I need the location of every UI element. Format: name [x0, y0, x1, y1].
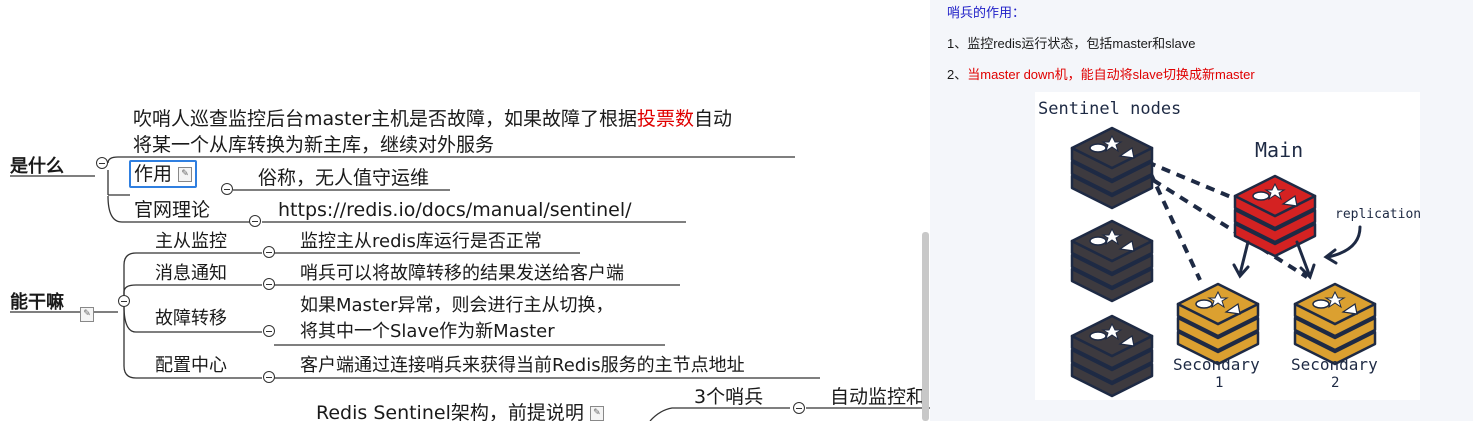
desc-highlight: 投票数: [637, 108, 695, 130]
collapse-toggle[interactable]: [96, 157, 108, 169]
node-config-center[interactable]: 配置中心: [155, 355, 227, 376]
sentinel-diagram-image: Sentinel nodes Main replication Secondar…: [1035, 92, 1420, 400]
description-line-1: 吹哨人巡查监控后台master主机是否故障，如果故障了根据投票数自动: [133, 107, 732, 131]
vertical-scrollbar[interactable]: [922, 232, 929, 421]
note-icon[interactable]: ✎: [178, 167, 193, 182]
sentinel-node-3: [1070, 314, 1154, 398]
node-function-label: 作用: [134, 163, 173, 185]
panel-line-2-prefix: 2、: [947, 67, 968, 82]
secondary-2-label: Secondary: [1291, 355, 1378, 374]
collapse-toggle[interactable]: [221, 183, 233, 195]
collapse-toggle[interactable]: [263, 371, 275, 383]
collapse-toggle[interactable]: [263, 325, 275, 337]
desc-text-end: 自动: [694, 108, 733, 130]
mind-map-connectors: [10, 156, 930, 421]
node-what-is-it[interactable]: 是什么: [10, 156, 64, 177]
sentinel-node-1: [1070, 126, 1154, 210]
mind-map: 是什么 吹哨人巡查监控后台master主机是否故障，如果故障了根据投票数自动 将…: [10, 107, 930, 421]
node-failover[interactable]: 故障转移: [155, 308, 227, 329]
node-master-slave-monitor[interactable]: 主从监控: [155, 231, 227, 252]
secondary-1-label: Secondary: [1173, 355, 1260, 374]
node-three-sentinels[interactable]: 3个哨兵: [694, 386, 764, 408]
panel-heading: 哨兵的作用：: [947, 5, 1026, 20]
secondary-node-1: [1176, 282, 1260, 366]
node-three-sentinels-desc[interactable]: 自动监控和: [830, 386, 926, 408]
sentinel-node-2: [1070, 219, 1154, 303]
sentinel-links: [1146, 160, 1309, 281]
node-config-desc[interactable]: 客户端通过连接哨兵来获得当前Redis服务的主节点地址: [300, 355, 745, 376]
node-architecture-label: Redis Sentinel架构，前提说明: [316, 402, 584, 421]
node-notification[interactable]: 消息通知: [155, 263, 227, 284]
node-architecture[interactable]: Redis Sentinel架构，前提说明 ✎: [316, 401, 604, 421]
panel-line-2-highlight: 当master down机，能自动将slave切换成新master: [967, 67, 1255, 82]
description-line-2: 将某一个从库转换为新主库，继续对外服务: [133, 134, 495, 156]
node-failover-desc-1[interactable]: 如果Master异常，则会进行主从切换，: [300, 295, 614, 316]
node-monitor-desc[interactable]: 监控主从redis库运行是否正常: [300, 231, 542, 252]
collapse-toggle[interactable]: [263, 278, 275, 290]
secondary-1-number: 1: [1215, 375, 1223, 391]
docs-url-link[interactable]: https://redis.io/docs/manual/sentinel/: [278, 199, 632, 221]
collapse-toggle[interactable]: [263, 246, 275, 258]
node-failover-desc-2: 将其中一个Slave作为新Master: [300, 321, 555, 342]
sentinel-diagram: Sentinel nodes Main replication Secondar…: [1038, 99, 1420, 398]
node-notification-desc[interactable]: 哨兵可以将故障转移的结果发送给客户端: [300, 263, 624, 284]
secondary-node-2: [1293, 282, 1377, 366]
node-what-can-it-do[interactable]: 能干嘛: [10, 292, 64, 313]
node-function-selected[interactable]: 作用 ✎: [129, 160, 198, 188]
collapse-toggle[interactable]: [249, 215, 261, 227]
note-icon[interactable]: ✎: [589, 406, 604, 421]
note-panel: 哨兵的作用： 1、监控redis运行状态，包括master和slave 2、当m…: [930, 0, 1473, 421]
node-function-child[interactable]: 俗称，无人值守运维: [258, 167, 430, 189]
node-official-docs[interactable]: 官网理论: [134, 199, 211, 221]
main-label: Main: [1255, 138, 1303, 162]
replication-arrows: [1232, 225, 1362, 280]
sentinel-nodes-label: Sentinel nodes: [1038, 99, 1181, 119]
panel-line-2: 2、当master down机，能自动将slave切换成新master: [947, 64, 1255, 83]
secondary-2-number: 2: [1331, 375, 1339, 391]
note-icon[interactable]: ✎: [80, 307, 94, 322]
collapse-toggle[interactable]: [118, 295, 130, 307]
panel-line-1: 1、监控redis运行状态，包括master和slave: [947, 36, 1196, 51]
collapse-toggle[interactable]: [793, 402, 805, 414]
replication-label: replication: [1335, 207, 1420, 222]
desc-text: 吹哨人巡查监控后台master主机是否故障，如果故障了根据: [133, 108, 638, 130]
